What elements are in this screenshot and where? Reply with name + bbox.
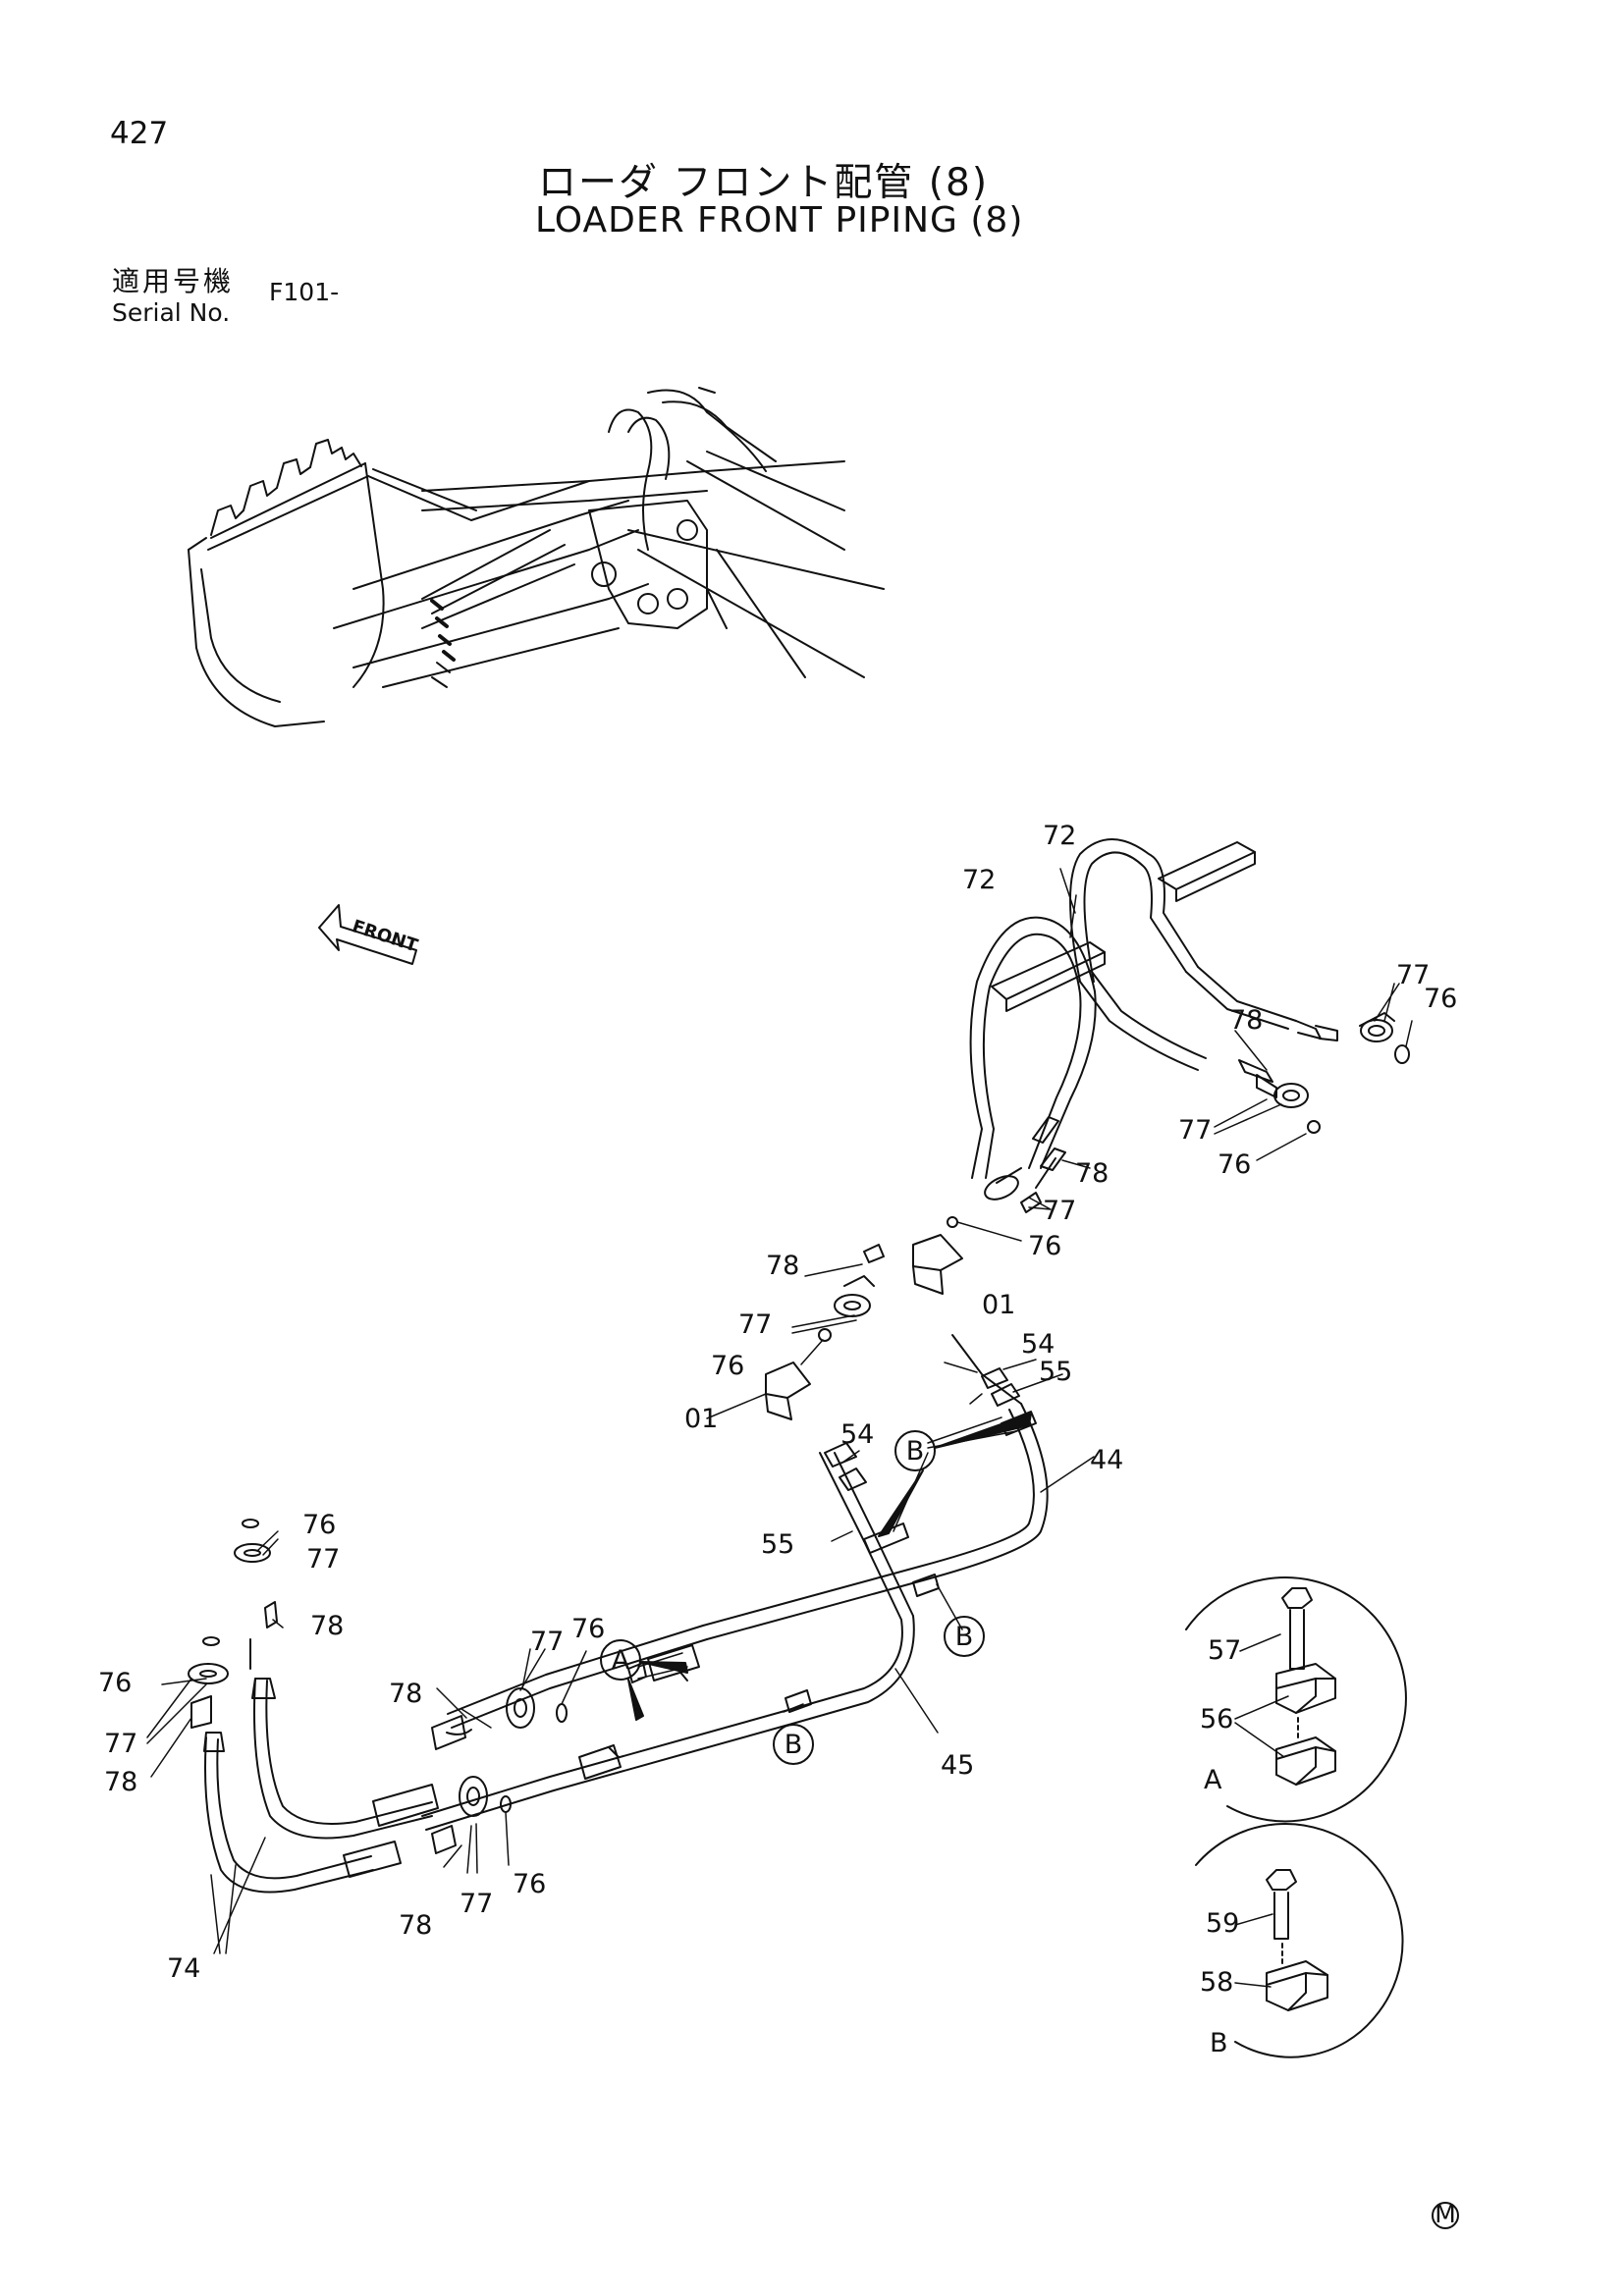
callout-54-left: 54 <box>840 1419 874 1450</box>
ref-circle-a <box>600 1639 641 1681</box>
callout-a: A <box>612 1645 630 1676</box>
reference-circles <box>600 1413 1032 1765</box>
callout-76-left: 76 <box>711 1351 744 1381</box>
callout-76-mid: 76 <box>1028 1231 1061 1261</box>
leader-lines <box>146 868 1413 1954</box>
callout-55-right: 55 <box>1039 1357 1072 1387</box>
callout-76-lower-left-top: 76 <box>302 1510 336 1540</box>
mounting-bar-left <box>991 941 1106 1012</box>
callout-45: 45 <box>941 1750 974 1781</box>
callout-44: 44 <box>1090 1445 1123 1475</box>
page-title-japanese: ローダ フロント配管 (8) <box>538 161 990 205</box>
lower-pipes <box>421 1625 708 1831</box>
detail-b-clamp-label: 58 <box>1200 1967 1233 1998</box>
callout-78-upper-right: 78 <box>1229 1005 1263 1036</box>
ref-circle-b-1 <box>894 1430 936 1471</box>
front-arrow-label: FRONT <box>350 916 421 956</box>
mounting-bar-right <box>1158 841 1256 902</box>
callout-77-upper-right: 77 <box>1396 960 1430 990</box>
callout-78-bottom: 78 <box>399 1910 432 1941</box>
callout-78-lower-left: 78 <box>104 1767 137 1797</box>
callout-b-2: B <box>955 1622 974 1652</box>
callout-01-right: 01 <box>982 1290 1015 1320</box>
front-direction-arrow: FRONT <box>318 904 421 965</box>
callout-76-lower-mid: 76 <box>571 1614 605 1644</box>
callout-78-lower-left-top: 78 <box>310 1611 344 1641</box>
detail-a-label: A <box>1204 1765 1222 1795</box>
callout-72-right: 72 <box>1043 821 1076 851</box>
callout-77-lower-left-top: 77 <box>306 1544 340 1575</box>
pipe-45 <box>696 1334 1022 1750</box>
manufacturer-mark: M <box>1435 2200 1456 2228</box>
callout-78-mid: 78 <box>1075 1158 1109 1189</box>
serial-label: Serial No. <box>112 298 231 327</box>
callout-76-lower-left: 76 <box>98 1668 132 1698</box>
callout-77-bottom: 77 <box>460 1889 493 1919</box>
hose-74 <box>203 1678 439 1894</box>
callout-labels: 72 72 77 76 78 77 76 78 77 76 01 54 55 7… <box>98 821 1457 2058</box>
page-number: 427 <box>110 116 169 151</box>
callout-b-1: B <box>906 1436 925 1467</box>
lower-left-fittings <box>188 1519 568 1854</box>
serial-label-japanese: 適用号機 <box>112 265 235 297</box>
callout-76-right-mid: 76 <box>1218 1149 1251 1180</box>
callout-77-left: 77 <box>738 1309 772 1340</box>
mid-fittings <box>627 1367 1037 1713</box>
detail-b-bolt-label: 59 <box>1206 1908 1239 1939</box>
callout-76-bottom: 76 <box>513 1869 546 1899</box>
detail-a-clamp-label: 56 <box>1200 1704 1233 1735</box>
callout-74: 74 <box>167 1953 200 1984</box>
loader-overview-illustration <box>188 387 885 727</box>
callout-77-mid: 77 <box>1043 1196 1076 1226</box>
callout-72-left: 72 <box>962 865 996 895</box>
upper-left-fittings <box>765 1116 1066 1420</box>
callout-77-lower-left: 77 <box>104 1729 137 1759</box>
detail-a-bolt-label: 57 <box>1208 1635 1241 1666</box>
serial-value: F101- <box>269 278 340 306</box>
callout-76-upper-right: 76 <box>1424 984 1457 1014</box>
callout-78-left: 78 <box>766 1251 799 1281</box>
hose-72-left <box>969 916 1097 1179</box>
callout-54-right: 54 <box>1021 1329 1055 1360</box>
hose-72-right <box>1069 838 1297 1071</box>
detail-view-a <box>1185 1576 1407 1823</box>
ref-circle-b-2 <box>944 1616 985 1657</box>
manufacturer-mark-circle <box>1432 2202 1459 2229</box>
detail-b-label: B <box>1210 2028 1228 2058</box>
callout-01-left: 01 <box>684 1404 718 1434</box>
page-title: LOADER FRONT PIPING (8) <box>535 200 1024 240</box>
pipe-44 <box>702 1403 1049 1640</box>
callout-77-lower-mid: 77 <box>530 1627 564 1657</box>
upper-right-fittings <box>1238 1012 1410 1134</box>
detail-view-b <box>1195 1823 1404 2058</box>
callout-77-right-mid: 77 <box>1178 1115 1212 1146</box>
callout-78-lower-mid: 78 <box>389 1679 422 1709</box>
callout-b-3: B <box>785 1730 803 1760</box>
callout-55-left: 55 <box>761 1529 794 1560</box>
ref-circle-b-3 <box>773 1724 814 1765</box>
